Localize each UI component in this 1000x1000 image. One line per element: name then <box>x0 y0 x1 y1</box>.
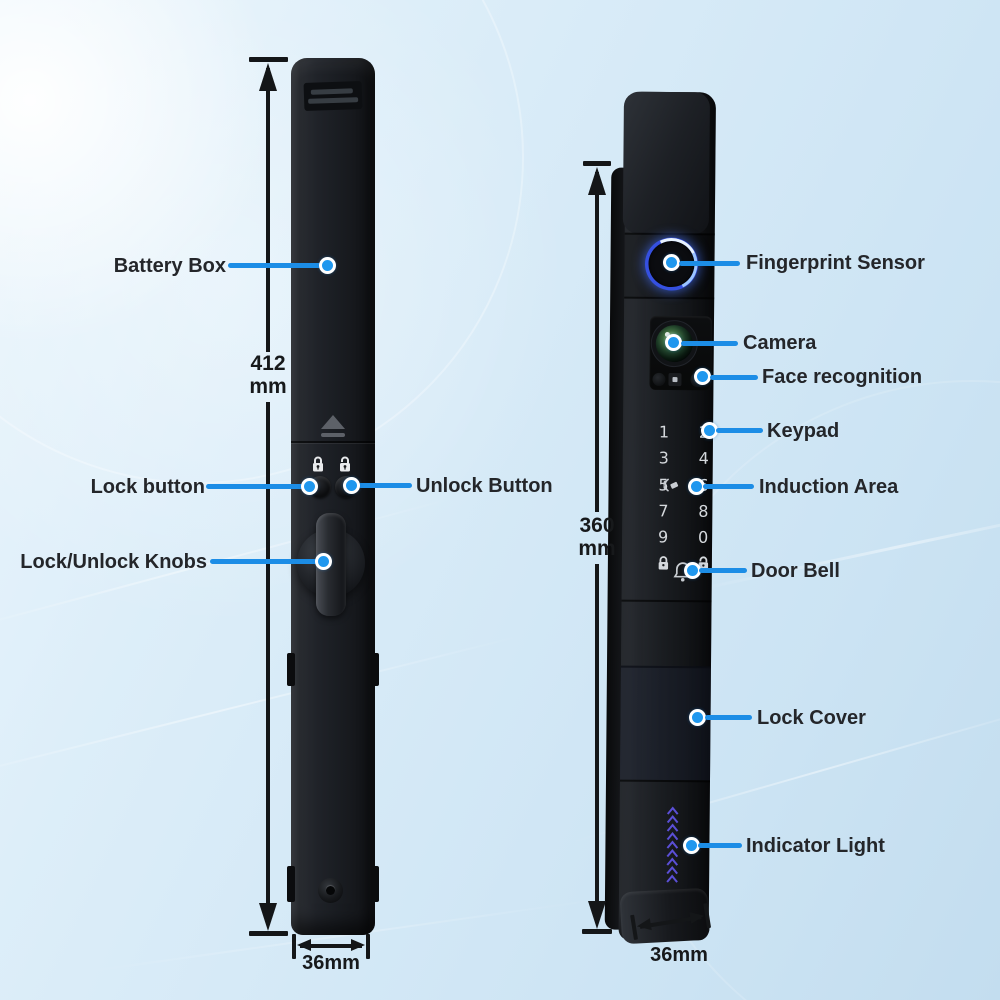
screw <box>318 878 343 903</box>
mounting-tab <box>287 866 295 902</box>
callout-dot <box>343 477 360 494</box>
keypad-lock-icon <box>658 556 669 570</box>
height-unit: mm <box>249 375 287 398</box>
induction-wave-icon <box>663 478 679 492</box>
height-value-right: 360 mm <box>567 514 627 560</box>
background-streak <box>0 635 522 787</box>
battery-cover-arrow-bar <box>321 433 345 437</box>
callout-line <box>710 375 758 380</box>
dimension-cap <box>249 931 288 936</box>
keypad-digit: 3 <box>658 448 669 468</box>
callout-line <box>210 559 319 564</box>
lock-unlock-knobs-label: Lock/Unlock Knobs <box>20 551 207 573</box>
dimension-line <box>266 402 270 903</box>
callout-line <box>228 263 323 268</box>
callout-line <box>699 568 747 573</box>
dimension-arrow-left <box>636 918 652 933</box>
callout-dot <box>665 334 682 351</box>
dimension-cap <box>582 929 612 934</box>
infrared-sensor <box>652 372 666 386</box>
unlock-icon <box>340 456 350 472</box>
light-sensor-dot <box>672 377 678 383</box>
callout-line <box>698 843 742 848</box>
brand-plate <box>303 80 363 112</box>
callout-line <box>703 484 754 489</box>
callout-line <box>679 261 740 266</box>
callout-dot <box>694 368 711 385</box>
door-bell-label: Door Bell <box>751 560 840 582</box>
plate-text-line <box>308 97 359 104</box>
induction-area-label: Induction Area <box>759 476 899 498</box>
dimension-line <box>595 564 599 901</box>
keypad-digit: 1 <box>658 422 670 442</box>
dimension-line <box>300 944 362 948</box>
battery-box-label: Battery Box <box>113 255 226 277</box>
battery-cover-arrow-icon <box>321 415 345 429</box>
lock-icon <box>313 456 323 472</box>
height-number: 412 <box>250 352 286 375</box>
rear-lock-body <box>291 58 375 935</box>
callout-line <box>358 483 412 488</box>
battery-cover-seam <box>291 441 375 443</box>
callout-line <box>681 341 738 346</box>
rear-lock-unit <box>287 58 379 935</box>
mounting-tab <box>371 653 379 686</box>
width-value-left: 36mm <box>302 952 360 974</box>
keypad-label: Keypad <box>767 420 840 442</box>
mounting-tab <box>287 653 295 686</box>
unlock-button-label: Unlock Button <box>416 475 553 497</box>
plate-text-line <box>310 88 353 95</box>
battery-cover-seam-highlight <box>291 443 375 444</box>
lock-button-label: Lock button <box>90 476 205 498</box>
dimension-arrow-right <box>351 939 365 951</box>
dimension-tick <box>703 903 712 929</box>
height-value-left: 412 mm <box>238 352 298 398</box>
dimension-line <box>595 172 599 512</box>
mounting-tab <box>371 866 379 902</box>
callout-dot <box>301 478 318 495</box>
dimension-arrow-left <box>297 939 311 951</box>
width-value-right: 36mm <box>650 944 708 966</box>
dimension-cap <box>249 57 288 62</box>
keypad-digit: 8 <box>698 501 709 521</box>
indicator-light-icon <box>666 806 679 883</box>
dimension-tick <box>366 934 370 959</box>
callout-line <box>206 484 305 489</box>
fingerprint-sensor-label: Fingerprint Sensor <box>746 252 925 274</box>
keypad-digit: 7 <box>658 501 669 521</box>
height-number: 360 <box>579 514 615 537</box>
face-recognition-label: Face recognition <box>762 366 923 388</box>
callout-line <box>705 715 752 720</box>
light-sensor <box>668 373 682 387</box>
keypad-digit: 9 <box>657 527 669 547</box>
dimension-tick <box>292 934 296 959</box>
keypad-digit: 0 <box>697 527 709 547</box>
dimension-arrow-right <box>689 909 706 924</box>
callout-dot <box>315 553 332 570</box>
dimension-arrow-down <box>259 903 277 931</box>
screw-hole <box>326 886 335 895</box>
dimension-cap <box>583 161 611 166</box>
dimension-arrow-down <box>588 901 606 929</box>
callout-dot <box>689 709 706 726</box>
front-lock-head <box>622 91 710 235</box>
dimension-line <box>266 68 270 352</box>
indicator-light-label: Indicator Light <box>746 835 885 857</box>
callout-dot <box>319 257 336 274</box>
camera-label: Camera <box>743 332 817 354</box>
callout-line <box>716 428 763 433</box>
lock-cover-label: Lock Cover <box>757 707 866 729</box>
height-unit: mm <box>578 537 616 560</box>
callout-dot <box>663 254 680 271</box>
keypad-digit: 4 <box>698 448 709 468</box>
